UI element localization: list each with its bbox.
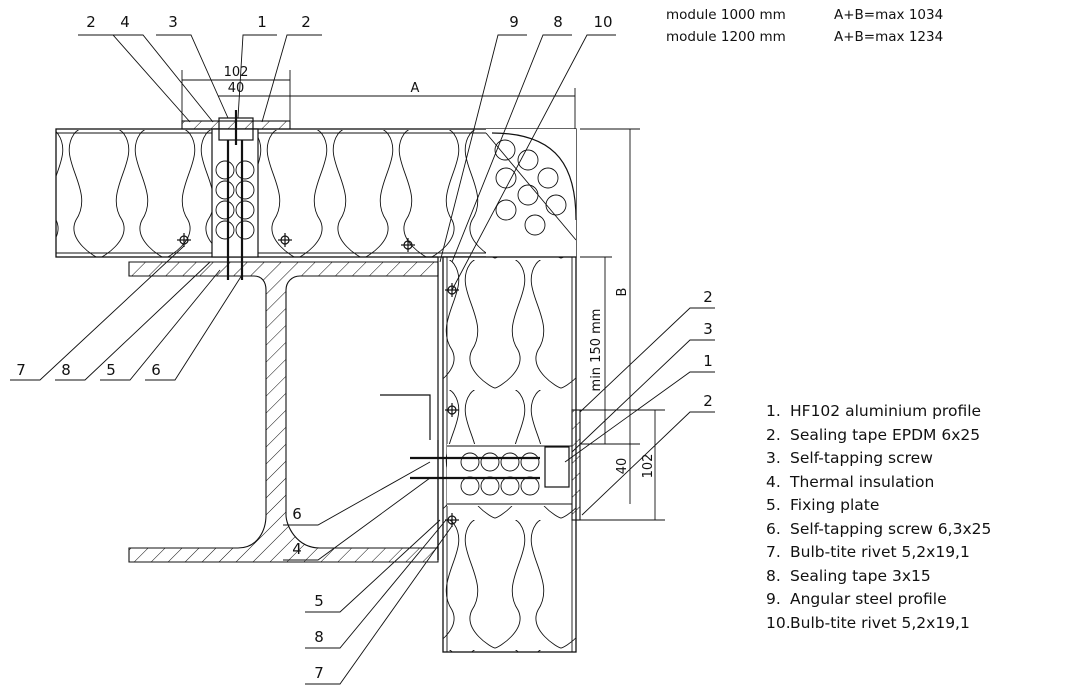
side-joint (410, 409, 581, 521)
callout-bl-2: 8 (61, 361, 71, 379)
callout-lm-2: 4 (292, 540, 302, 558)
callout-lm-4: 8 (314, 628, 324, 646)
legend-item: 6. Self-tapping screw 6,3x25 (766, 518, 991, 542)
spec-module: module 1200 mm (666, 29, 786, 45)
legend-item: 4. Thermal insulation (766, 471, 991, 495)
wall-panel (442, 256, 577, 653)
callout-bl-4: 6 (151, 361, 161, 379)
legend-number: 5. (766, 496, 781, 514)
spec-row: module 1000 mm A+B=max 1034 (666, 4, 943, 26)
callout-bl-3: 5 (106, 361, 116, 379)
legend-item: 5. Fixing plate (766, 494, 991, 518)
callout-lm-5: 7 (314, 664, 324, 682)
legend-text: Self-tapping screw 6,3x25 (790, 519, 992, 538)
legend-text: Bulb-tite rivet 5,2x19,1 (790, 543, 970, 561)
callout-top-8: 10 (593, 13, 612, 31)
legend-number: 3. (766, 449, 781, 467)
legend-item: 1. HF102 aluminium profile (766, 400, 991, 424)
legend-number: 6. (766, 519, 781, 538)
module-spec-table: module 1000 mm A+B=max 1034 module 1200 m… (666, 4, 943, 48)
steel-beam (128, 261, 439, 563)
callout-top-6: 9 (509, 13, 519, 31)
legend-number: 10. (766, 613, 791, 632)
top-joint (181, 110, 291, 280)
legend-number: 4. (766, 472, 781, 491)
legend-item: 7. Bulb-tite rivet 5,2x19,1 (766, 541, 991, 565)
callout-r-1: 2 (703, 288, 713, 306)
legend-text: Fixing plate (790, 496, 880, 514)
spec-row: module 1200 mm A+B=max 1234 (666, 26, 943, 48)
legend-text: Thermal insulation (790, 472, 935, 491)
legend-text: Sealing tape EPDM 6x25 (790, 425, 981, 444)
legend-text: Sealing tape 3x15 (790, 566, 931, 585)
legend-number: 2. (766, 425, 781, 444)
legend-text: Self-tapping screw (790, 449, 933, 467)
legend-item: 10.Bulb-tite rivet 5,2x19,1 (766, 612, 991, 636)
legend-text: Angular steel profile (790, 590, 947, 608)
parts-legend: 1. HF102 aluminium profile 2. Sealing tape… (766, 400, 991, 635)
callout-top-7: 8 (553, 13, 563, 31)
callout-lm-3: 5 (314, 592, 324, 610)
dim-40-side: 40 (615, 458, 630, 475)
rivets (177, 233, 459, 527)
dim-102-top: 102 (224, 65, 249, 80)
callout-top-2: 4 (120, 13, 130, 31)
callout-top-4: 1 (257, 13, 267, 31)
dim-102-side: 102 (641, 454, 656, 479)
callout-top-5: 2 (301, 13, 311, 31)
spec-max: A+B=max 1034 (834, 7, 944, 23)
corner-insulation (485, 129, 577, 257)
legend-item: 3. Self-tapping screw (766, 447, 991, 471)
dim-min150: min 150 mm (589, 309, 604, 392)
legend-number: 1. (766, 402, 781, 420)
callout-r-4: 2 (703, 392, 713, 410)
dim-a: A (411, 81, 420, 96)
angular-steel-profile (380, 256, 439, 560)
callout-r-2: 3 (703, 320, 713, 338)
legend-text: HF102 aluminium profile (790, 402, 982, 420)
dim-b: B (615, 288, 630, 297)
legend-number: 8. (766, 566, 781, 585)
callout-top-1: 2 (86, 13, 96, 31)
legend-text: Bulb-tite rivet 5,2x19,1 (790, 613, 970, 632)
legend-item: 2. Sealing tape EPDM 6x25 (766, 424, 991, 448)
callout-r-3: 1 (703, 352, 713, 370)
spec-module: module 1000 mm (666, 7, 786, 23)
callout-lm-1: 6 (292, 505, 302, 523)
legend-number: 9. (766, 590, 781, 608)
dimension-lines (181, 70, 665, 521)
legend-item: 9. Angular steel profile (766, 588, 991, 612)
dim-40-top: 40 (228, 81, 245, 96)
callout-top-3: 3 (168, 13, 178, 31)
callout-leaders (10, 34, 715, 685)
legend-number: 7. (766, 543, 781, 561)
legend-item: 8. Sealing tape 3x15 (766, 565, 991, 589)
callout-bl-1: 7 (16, 361, 26, 379)
spec-max: A+B=max 1234 (834, 29, 944, 45)
